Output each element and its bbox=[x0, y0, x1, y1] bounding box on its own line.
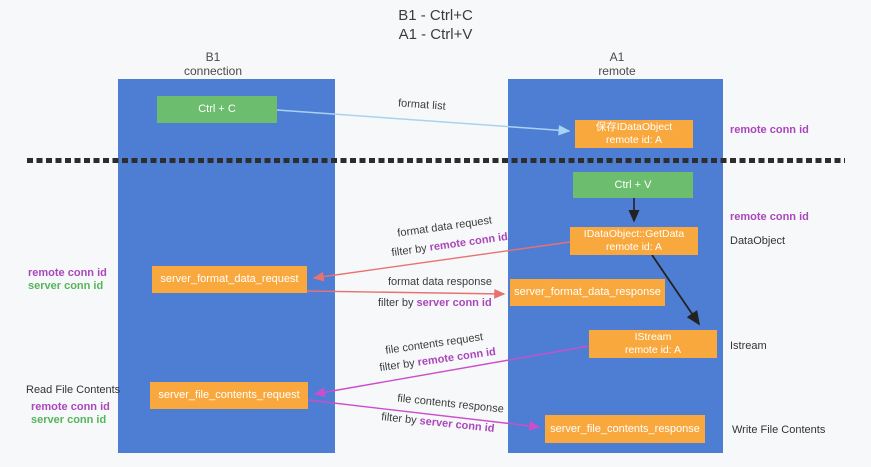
dataobject-label: DataObject bbox=[730, 235, 786, 247]
format-list-label: format list bbox=[397, 97, 447, 113]
getdata-line2: remote id: A bbox=[605, 241, 663, 253]
read-file-contents-label: Read File Contents bbox=[26, 384, 121, 396]
server-conn-id-label-left-2: server conn id bbox=[31, 414, 107, 426]
format-data-response-filter-label: filter by server conn id bbox=[378, 297, 492, 309]
server-file-contents-response-label: server_file_contents_response bbox=[550, 422, 700, 435]
server-format-data-request-node: server_format_data_request bbox=[152, 266, 307, 293]
server-format-data-response-label: server_format_data_response bbox=[514, 286, 661, 298]
save-idataobject-line1: 保存IDataObject bbox=[595, 121, 673, 133]
lane-header-b1: B1 connection bbox=[153, 50, 273, 78]
server-format-data-request-label: server_format_data_request bbox=[160, 273, 299, 285]
save-idataobject-line2: remote id: A bbox=[605, 134, 663, 146]
ctrl-c-node: Ctrl + C bbox=[157, 96, 277, 123]
filter-by-text: filter by bbox=[378, 356, 419, 375]
server-conn-id-label-left-1: server conn id bbox=[28, 280, 104, 292]
server-file-contents-request-label: server_file_contents_request bbox=[158, 389, 300, 401]
remote-conn-id-label-mid-right: remote conn id bbox=[730, 211, 809, 223]
remote-conn-id-label-left-2: remote conn id bbox=[31, 401, 110, 413]
istream-side-label: Istream bbox=[730, 340, 767, 352]
save-idataobject-node: 保存IDataObject remote id: A bbox=[575, 120, 693, 148]
server-conn-id-highlight: server conn id bbox=[418, 415, 496, 435]
istream-line2: remote id: A bbox=[624, 344, 682, 356]
file-contents-response-filter-label: filter by server conn id bbox=[381, 411, 495, 435]
diagram-title: B1 - Ctrl+C A1 - Ctrl+V bbox=[0, 6, 871, 44]
istream-node: IStream remote id: A bbox=[589, 330, 717, 358]
filter-by-text: filter by bbox=[380, 411, 421, 428]
idataobject-getdata-node: IDataObject::GetData remote id: A bbox=[570, 227, 698, 255]
server-conn-id-highlight: server conn id bbox=[416, 297, 492, 309]
getdata-line1: IDataObject::GetData bbox=[583, 228, 685, 240]
write-file-contents-label: Write File Contents bbox=[732, 424, 826, 436]
server-file-contents-request-node: server_file_contents_request bbox=[150, 382, 308, 409]
filter-by-text: filter by bbox=[390, 241, 431, 260]
remote-conn-id-label-left-1: remote conn id bbox=[28, 267, 107, 279]
format-data-response-arrow bbox=[306, 288, 506, 299]
istream-line1: IStream bbox=[634, 331, 672, 343]
ctrl-c-label: Ctrl + C bbox=[198, 103, 236, 115]
title-line-2: A1 - Ctrl+V bbox=[398, 26, 473, 43]
ctrl-v-node: Ctrl + V bbox=[573, 172, 693, 198]
session-separator-dashed-line bbox=[27, 158, 845, 163]
lane-b1-subtitle: connection bbox=[183, 64, 243, 78]
remote-conn-id-highlight: remote conn id bbox=[428, 230, 509, 254]
lane-a1-name: A1 bbox=[609, 50, 625, 64]
format-data-response-label: format data response bbox=[388, 276, 492, 288]
server-file-contents-response-node: server_file_contents_response bbox=[545, 415, 705, 443]
lane-b1-name: B1 bbox=[205, 50, 221, 64]
lane-a1-subtitle: remote bbox=[598, 64, 636, 78]
server-format-data-response-node: server_format_data_response bbox=[510, 279, 665, 306]
filter-by-text: filter by bbox=[378, 297, 417, 309]
title-line-1: B1 - Ctrl+C bbox=[398, 7, 473, 24]
lane-header-a1: A1 remote bbox=[557, 50, 677, 78]
file-contents-response-label: file contents response bbox=[396, 392, 505, 416]
remote-conn-id-label-top-right: remote conn id bbox=[730, 124, 809, 136]
ctrl-v-label: Ctrl + V bbox=[614, 178, 652, 191]
